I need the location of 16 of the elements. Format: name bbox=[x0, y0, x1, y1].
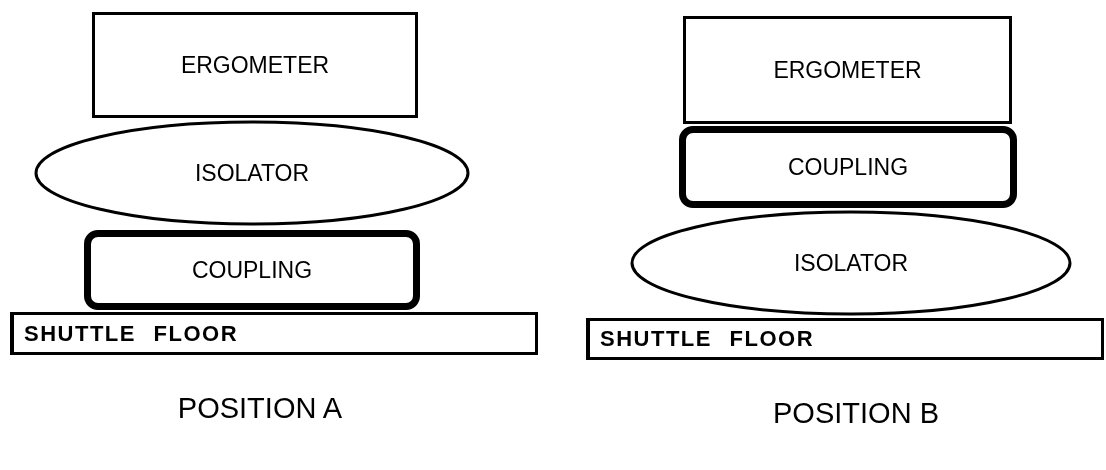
component-label: SHUTTLE FLOOR bbox=[600, 326, 815, 352]
ergometer-box bbox=[92, 12, 418, 118]
ergometer-box bbox=[683, 16, 1012, 124]
component-label: COUPLING bbox=[787, 153, 909, 181]
coupling-box bbox=[84, 230, 420, 310]
component-label: COUPLING bbox=[191, 256, 313, 284]
position-caption: POSITION B bbox=[773, 397, 939, 430]
coupling-box bbox=[679, 126, 1017, 208]
component-label: SHUTTLE FLOOR bbox=[24, 320, 239, 347]
component-label: ISOLATOR bbox=[194, 159, 310, 187]
floor-bar bbox=[10, 312, 538, 355]
component-label: ERGOMETER bbox=[773, 56, 922, 84]
component-label: ERGOMETER bbox=[180, 51, 330, 79]
position-caption: POSITION A bbox=[177, 392, 343, 425]
floor-bar bbox=[586, 318, 1104, 360]
component-label: ISOLATOR bbox=[793, 249, 909, 277]
